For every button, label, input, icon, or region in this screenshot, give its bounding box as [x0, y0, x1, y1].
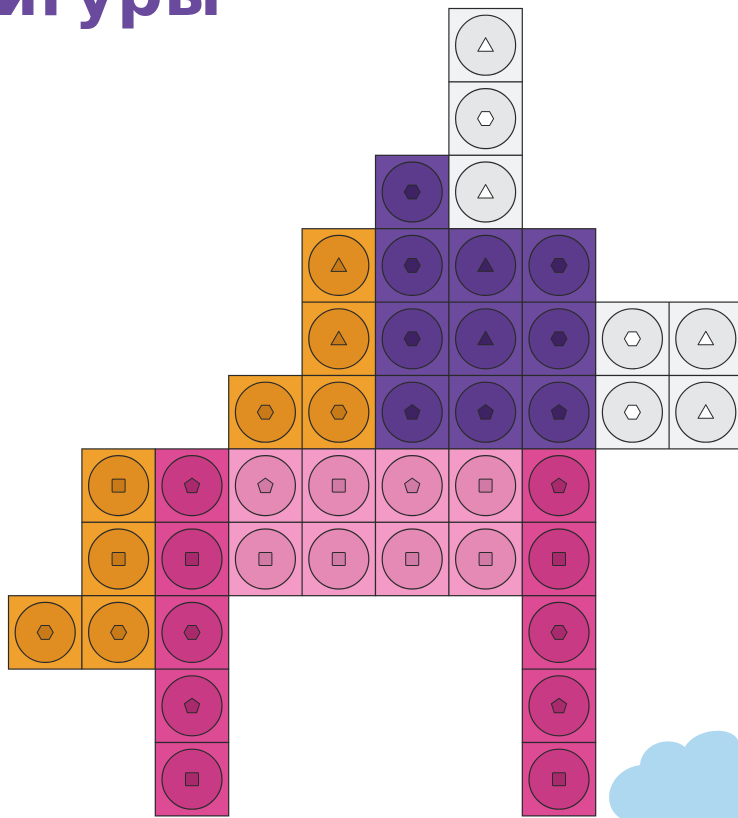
tile-magenta-hexagon — [155, 596, 228, 669]
tile-pink-square — [449, 449, 522, 522]
tile-purple-pentagon — [522, 376, 595, 449]
square-icon — [553, 553, 566, 566]
tile-magenta-pentagon — [522, 449, 595, 522]
square-icon — [479, 479, 492, 492]
tile-purple-hexagon — [376, 302, 449, 375]
tile-orange-triangle — [302, 229, 375, 302]
tile-orange-triangle — [302, 302, 375, 375]
hexagon-icon — [404, 185, 420, 199]
tile-white-triangle — [449, 155, 522, 228]
tile-magenta-square — [155, 743, 228, 816]
cloud-decoration — [600, 725, 738, 818]
tile-white-triangle — [449, 9, 522, 82]
tile-white-triangle — [669, 376, 738, 449]
tile-white-hexagon — [596, 376, 669, 449]
hexagon-icon — [111, 625, 127, 639]
tile-orange-hexagon — [229, 376, 302, 449]
hexagon-icon — [551, 258, 567, 272]
square-icon — [479, 553, 492, 566]
tile-white-triangle — [669, 302, 738, 375]
tile-purple-triangle — [449, 302, 522, 375]
tile-white-hexagon — [596, 302, 669, 375]
hexagon-icon — [331, 405, 347, 419]
hexagon-icon — [478, 112, 494, 126]
tile-purple-pentagon — [449, 376, 522, 449]
tile-pink-pentagon — [229, 449, 302, 522]
tile-magenta-square — [155, 522, 228, 595]
tile-pink-square — [449, 522, 522, 595]
tile-purple-hexagon — [376, 155, 449, 228]
square-icon — [259, 553, 272, 566]
square-icon — [186, 773, 199, 786]
square-icon — [332, 553, 345, 566]
hexagon-icon — [257, 405, 273, 419]
tile-purple-hexagon — [522, 229, 595, 302]
tile-magenta-pentagon — [522, 669, 595, 742]
square-icon — [112, 479, 125, 492]
tile-orange-hexagon — [9, 596, 82, 669]
square-icon — [553, 773, 566, 786]
tile-orange-square — [82, 522, 155, 595]
tile-pink-square — [302, 449, 375, 522]
tile-magenta-square — [522, 522, 595, 595]
tile-purple-pentagon — [376, 376, 449, 449]
tile-white-hexagon — [449, 82, 522, 155]
tile-pink-square — [302, 522, 375, 595]
square-icon — [186, 553, 199, 566]
tile-orange-hexagon — [82, 596, 155, 669]
tile-magenta-hexagon — [522, 596, 595, 669]
hexagon-icon — [404, 332, 420, 346]
hexagon-icon — [624, 405, 640, 419]
square-icon — [332, 479, 345, 492]
tile-purple-triangle — [449, 229, 522, 302]
hexagon-icon — [37, 625, 53, 639]
tile-purple-hexagon — [376, 229, 449, 302]
tile-orange-hexagon — [302, 376, 375, 449]
hexagon-icon — [551, 625, 567, 639]
tile-magenta-pentagon — [155, 669, 228, 742]
hexagon-icon — [184, 625, 200, 639]
square-icon — [406, 553, 419, 566]
tile-magenta-pentagon — [155, 449, 228, 522]
tile-pink-pentagon — [376, 449, 449, 522]
square-icon — [112, 553, 125, 566]
tile-purple-hexagon — [522, 302, 595, 375]
hexagon-icon — [624, 332, 640, 346]
tile-magenta-square — [522, 743, 595, 816]
hexagon-icon — [551, 332, 567, 346]
tile-pink-square — [376, 522, 449, 595]
hexagon-icon — [404, 258, 420, 272]
tile-orange-square — [82, 449, 155, 522]
tile-pink-square — [229, 522, 302, 595]
